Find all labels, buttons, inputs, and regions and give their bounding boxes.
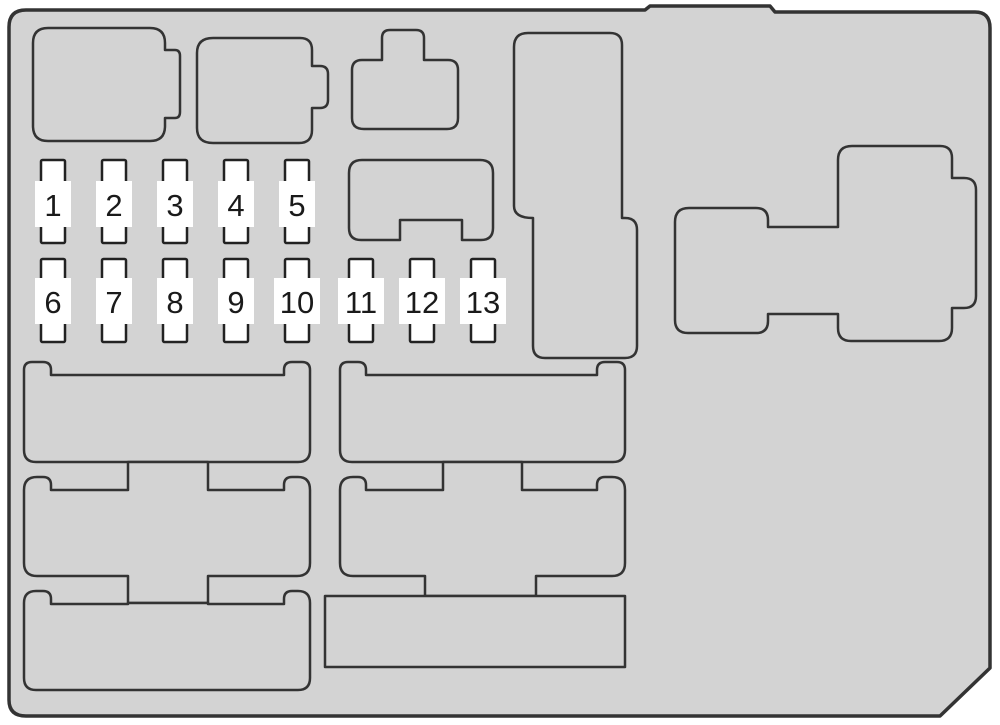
fuse-number-label: 7 xyxy=(105,285,122,320)
fuse-label-background xyxy=(218,278,254,324)
fuse-label-background xyxy=(460,278,506,324)
fuse-1: 1 xyxy=(35,158,71,245)
relay-socket-3 xyxy=(350,28,460,131)
fuse-label-background xyxy=(218,181,254,227)
fuse-label-background xyxy=(338,278,384,324)
relay-socket-4 xyxy=(347,158,495,242)
fuse-5: 5 xyxy=(279,158,315,245)
tall-relay-socket xyxy=(512,31,639,360)
main-relay-socket xyxy=(673,144,978,343)
fuse-number-label: 4 xyxy=(227,188,244,223)
large-relay-socket-mid-3 xyxy=(323,594,627,669)
fuse-number-label: 9 xyxy=(227,285,244,320)
fuse-4: 4 xyxy=(218,158,254,245)
fuse-10: 10 xyxy=(274,257,320,344)
large-relay-socket-mid-2 xyxy=(338,460,627,598)
fuse-label-background xyxy=(274,278,320,324)
fuse-number-label: 5 xyxy=(288,188,305,223)
fuse-7: 7 xyxy=(96,257,132,344)
fuse-label-background xyxy=(157,278,193,324)
fuse-13: 13 xyxy=(460,257,506,344)
fuse-label-background xyxy=(35,278,71,324)
fuse-number-label: 3 xyxy=(166,188,183,223)
fuse-number-label: 2 xyxy=(105,188,122,223)
fuse-6: 6 xyxy=(35,257,71,344)
large-relay-socket-mid-1 xyxy=(338,360,627,464)
fuse-number-label: 10 xyxy=(280,285,314,320)
relay-socket-1 xyxy=(31,26,182,143)
fuse-number-label: 8 xyxy=(166,285,183,320)
fuse-number-label: 11 xyxy=(345,285,377,320)
fuse-label-background xyxy=(399,278,445,324)
large-relay-socket-left-2 xyxy=(22,460,312,605)
fuse-label-background xyxy=(157,181,193,227)
fuse-label-background xyxy=(96,278,132,324)
fuse-11: 11 xyxy=(338,257,384,344)
large-relay-socket-left-3 xyxy=(22,589,312,692)
fuse-9: 9 xyxy=(218,257,254,344)
fuse-12: 12 xyxy=(399,257,445,344)
fuse-3: 3 xyxy=(157,158,193,245)
fuse-8: 8 xyxy=(157,257,193,344)
fuse-number-label: 1 xyxy=(44,188,61,223)
fuse-number-label: 12 xyxy=(405,285,439,320)
fuse-2: 2 xyxy=(96,158,132,245)
fuse-number-label: 13 xyxy=(466,285,500,320)
fuse-label-background xyxy=(35,181,71,227)
relay-socket-2 xyxy=(195,36,330,145)
fuse-label-background xyxy=(96,181,132,227)
fuse-label-background xyxy=(279,181,315,227)
fuse-number-label: 6 xyxy=(44,285,61,320)
large-relay-socket-left-1 xyxy=(22,360,312,464)
